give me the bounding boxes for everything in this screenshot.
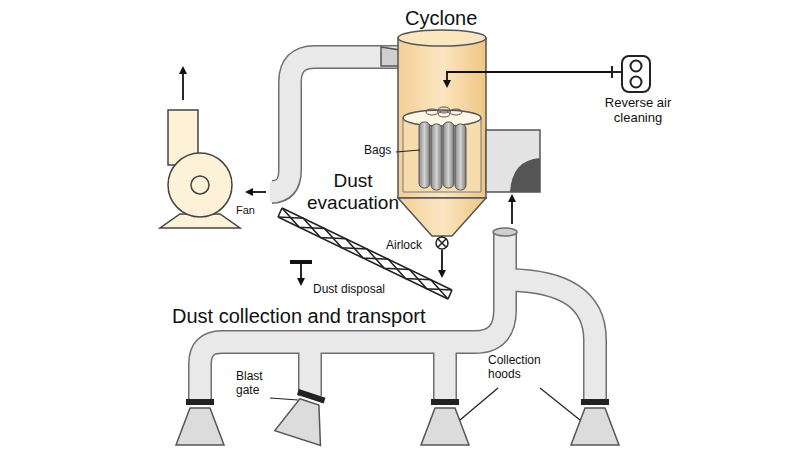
part-label: Fan	[236, 204, 266, 217]
part-label: Bags	[364, 144, 404, 158]
drop-duct	[435, 342, 456, 403]
screw-conveyor	[278, 208, 452, 299]
blast-gate-symbol	[581, 399, 609, 405]
flow-arrow	[441, 250, 443, 276]
blast-gate-symbol	[431, 399, 459, 405]
part-label: Blast gate	[236, 370, 272, 398]
collection-hood	[571, 408, 619, 445]
flow-arrow	[247, 191, 266, 193]
drop-duct	[433, 342, 457, 402]
fan-volute	[168, 153, 232, 217]
branch-duct	[505, 280, 595, 402]
title-label: Cyclone	[405, 7, 525, 30]
collection-hood	[176, 408, 224, 445]
duct-opening	[493, 228, 517, 236]
cyclone-cone	[398, 198, 486, 236]
bag	[431, 124, 442, 190]
part-label: Collection hoods	[488, 354, 560, 382]
blower-body	[622, 56, 650, 92]
angled-hood	[275, 386, 335, 446]
inlet-nozzle	[381, 47, 400, 66]
exhaust-arrow	[182, 68, 184, 100]
bag	[455, 124, 466, 190]
side-inlet	[486, 130, 540, 192]
fan-hub	[191, 176, 209, 194]
nozzles	[426, 107, 462, 117]
part-label: Dust disposal	[313, 283, 403, 297]
flow-arrow	[511, 196, 513, 224]
drop-duct	[298, 342, 322, 396]
bag	[419, 122, 430, 188]
bag	[443, 122, 454, 188]
blast-gate-symbol	[186, 399, 214, 405]
branch-duct	[505, 280, 595, 403]
disposal-symbol	[290, 262, 312, 284]
drop-duct	[300, 342, 321, 397]
section-heading: Dust evacuation	[303, 170, 403, 214]
section-heading: Dust collection and transport	[172, 305, 492, 328]
cyclone	[381, 30, 540, 276]
airlock-symbol	[436, 237, 448, 249]
filter-bags	[419, 122, 466, 190]
airlock-cross	[438, 239, 446, 247]
cyclone-top	[398, 30, 486, 46]
bag-housing	[403, 118, 481, 192]
collection-hood	[275, 394, 332, 445]
collection-hood	[421, 408, 469, 445]
part-label: Reverse air cleaning	[592, 96, 684, 126]
blower	[447, 56, 650, 92]
cyclone-body	[398, 38, 486, 198]
leader-lines	[270, 150, 580, 420]
part-label: Airlock	[386, 239, 432, 253]
fan	[160, 68, 266, 228]
reverse-air-line	[447, 72, 612, 86]
side-inlet-shade	[510, 158, 540, 192]
